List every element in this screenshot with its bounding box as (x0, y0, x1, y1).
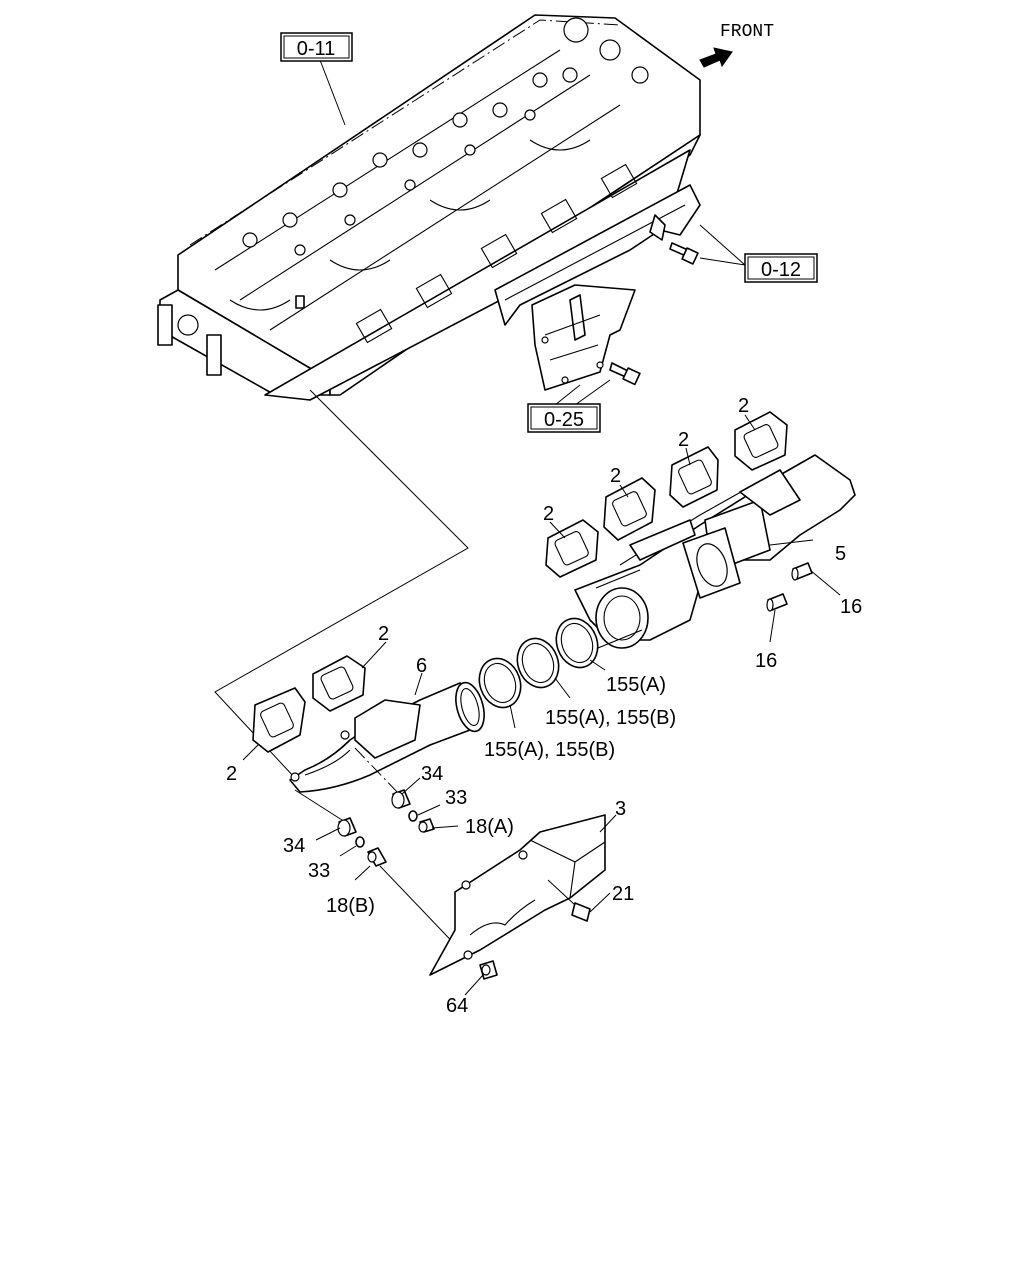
leader-0-25-b (574, 379, 611, 406)
sleeve-lower (337, 817, 357, 837)
axis-lower-fasteners (294, 789, 343, 821)
axis-upper-fasteners (354, 747, 401, 796)
callout-manifold-rear: 6 (416, 655, 427, 677)
washer-lower (355, 836, 365, 848)
callout-cover: 3 (615, 798, 626, 820)
callout-washer-upper: 33 (445, 787, 467, 809)
ref-box-bracket: 0-25 (527, 403, 601, 433)
bracket (531, 284, 641, 391)
cylinder-head (157, 14, 701, 401)
ref-box-cylinder-head: 0-11 (280, 32, 353, 62)
seal-ring-2 (516, 637, 560, 689)
callout-gasket-4: 2 (738, 395, 749, 417)
callout-gasket-1: 2 (543, 503, 554, 525)
front-arrow-icon (699, 47, 733, 68)
callout-manifold-front: 5 (835, 543, 846, 565)
callout-gasket-6: 2 (226, 763, 237, 785)
gasket-5 (312, 655, 366, 712)
bolt-cover (547, 879, 591, 922)
callout-sleeve-upper: 34 (421, 763, 443, 785)
ref-cylinder-head: 0-11 (297, 38, 336, 60)
sleeve-upper (391, 789, 411, 809)
exhaust-manifold-front (574, 454, 856, 649)
gasket-4 (734, 411, 788, 471)
callout-gasket-5: 2 (378, 623, 389, 645)
washer-upper (408, 810, 418, 822)
leader-0-25-a (554, 384, 581, 406)
callout-nut-upper: 18(A) (465, 816, 514, 838)
callout-gasket-3: 2 (678, 429, 689, 451)
stud-upper (791, 562, 813, 581)
front-indicator: FRONT (699, 22, 774, 68)
front-label: FRONT (720, 22, 774, 42)
heat-shield (494, 184, 701, 326)
callout-seal-ab-2: 155(A), 155(B) (484, 739, 615, 761)
gasket-6 (252, 687, 306, 753)
gasket-1 (545, 519, 599, 578)
callout-washer-lower: 33 (308, 860, 330, 882)
callout-leaders (242, 414, 841, 996)
callout-seal-a: 155(A) (606, 674, 666, 696)
seal-ring-3 (555, 617, 599, 669)
callout-stud-lower: 16 (755, 650, 777, 672)
leader-0-11 (319, 59, 346, 126)
callout-seal-ab-1: 155(A), 155(B) (545, 707, 676, 729)
heat-cover (429, 814, 606, 976)
callout-stud-upper: 16 (840, 596, 862, 618)
exhaust-manifold-rear (289, 681, 485, 793)
ref-bracket: 0-25 (544, 409, 584, 431)
callout-cover-nut: 64 (446, 995, 468, 1017)
gasket-3 (669, 446, 719, 508)
gasket-2 (603, 477, 656, 541)
callout-bolt: 21 (612, 883, 634, 905)
nut-upper (418, 818, 435, 833)
seal-ring-1 (478, 657, 522, 709)
callout-nut-lower: 18(B) (326, 895, 375, 917)
stud-lower (766, 593, 788, 612)
nut-lower (367, 847, 387, 867)
callout-sleeve-lower: 34 (283, 835, 305, 857)
ref-box-heat-shield: 0-12 (744, 253, 818, 283)
nut-cover (479, 960, 498, 980)
callout-gasket-2: 2 (610, 465, 621, 487)
leader-0-12 (699, 224, 747, 266)
ref-heat-shield: 0-12 (761, 259, 801, 281)
